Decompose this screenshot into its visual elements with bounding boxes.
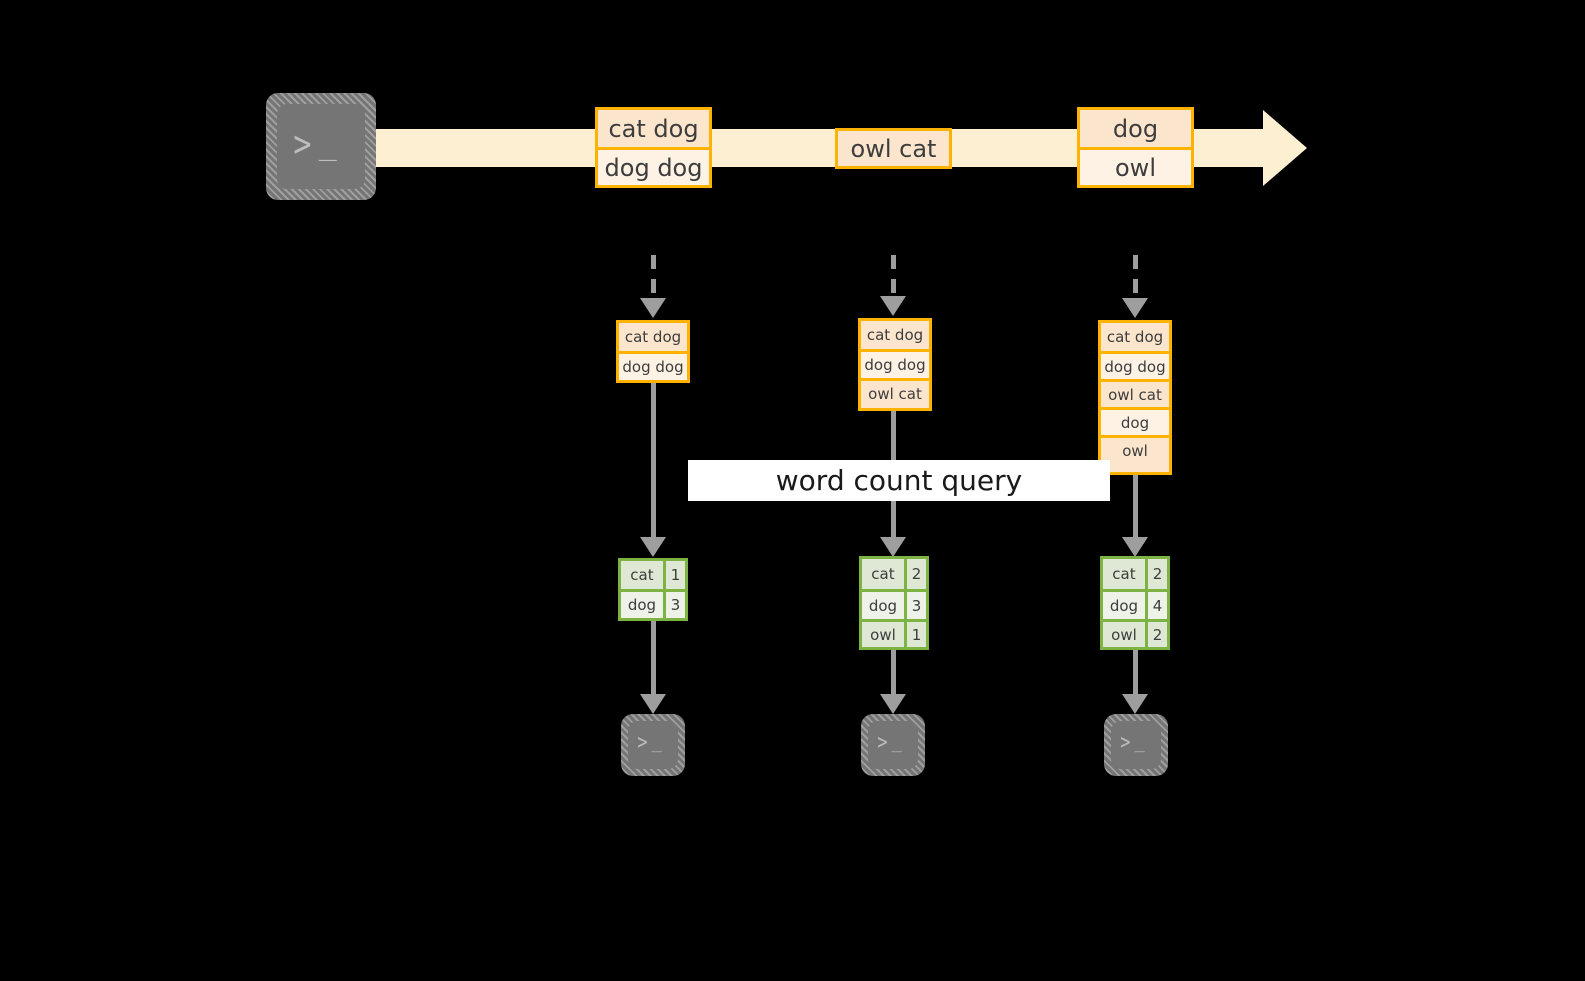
terminal-underscore-glyph: _: [891, 733, 903, 753]
snapshot-2-record-row: dog dog: [861, 349, 929, 378]
snapshot-1-query-connector: [640, 383, 666, 558]
stream-batch-3-row: dog: [1080, 110, 1191, 147]
terminal-chevron-glyph: >: [637, 730, 649, 756]
terminal-chevron-glyph: >: [293, 122, 314, 166]
table-row: cat 2: [1103, 559, 1167, 589]
stream-batch-3-row: owl: [1080, 147, 1191, 185]
snapshot-3-record-row: dog dog: [1101, 351, 1169, 379]
source-terminal-icon[interactable]: > _: [266, 93, 376, 200]
table-row: cat 2: [862, 559, 926, 589]
result-word-cell: owl: [1103, 622, 1145, 647]
snapshot-3-inflow-connector: [1122, 255, 1148, 320]
snapshot-1-sink-terminal-icon[interactable]: > _: [621, 714, 685, 776]
snapshot-3-sink-connector: [1122, 650, 1148, 716]
result-count-cell: 1: [662, 561, 685, 589]
table-row: owl 2: [1103, 619, 1167, 647]
query-label: word count query: [775, 464, 1023, 497]
result-word-cell: cat: [1103, 559, 1145, 589]
snapshot-3-record-row: owl: [1101, 435, 1169, 463]
terminal-chevron-glyph: >: [877, 730, 889, 756]
query-label-band: word count query: [688, 460, 1110, 501]
stream-batch-1-row: dog dog: [598, 147, 709, 185]
terminal-underscore-glyph: _: [318, 126, 339, 162]
stream-batch-1[interactable]: cat dog dog dog: [595, 107, 712, 188]
snapshot-3-record-row: owl cat: [1101, 379, 1169, 407]
snapshot-1-sink-connector: [640, 621, 666, 716]
table-row: dog 4: [1103, 589, 1167, 619]
result-count-cell: 1: [903, 622, 926, 647]
result-count-cell: 2: [1144, 622, 1167, 647]
result-word-cell: owl: [862, 622, 904, 647]
snapshot-3-record-row: dog: [1101, 407, 1169, 435]
snapshot-3-query-connector: [1122, 475, 1148, 558]
result-count-cell: 2: [903, 559, 926, 589]
snapshot-1-record-stack[interactable]: cat dog dog dog: [616, 320, 690, 383]
snapshot-2-sink-terminal-icon[interactable]: > _: [861, 714, 925, 776]
snapshot-1-result-table[interactable]: cat 1 dog 3: [618, 558, 688, 621]
result-word-cell: dog: [1103, 592, 1145, 619]
terminal-underscore-glyph: _: [651, 733, 663, 753]
terminal-underscore-glyph: _: [1134, 733, 1146, 753]
snapshot-2-sink-connector: [880, 650, 906, 716]
snapshot-3-record-stack[interactable]: cat dog dog dog owl cat dog owl: [1098, 320, 1172, 475]
result-word-cell: cat: [621, 561, 663, 589]
table-row: dog 3: [621, 589, 685, 618]
snapshot-1-record-row: cat dog: [619, 323, 687, 351]
snapshot-1-record-row: dog dog: [619, 351, 687, 380]
stream-batch-2[interactable]: owl cat: [835, 128, 952, 169]
snapshot-3-result-table[interactable]: cat 2 dog 4 owl 2: [1100, 556, 1170, 650]
snapshot-3-sink-terminal-icon[interactable]: > _: [1104, 714, 1168, 776]
stream-arrow-head: [1263, 110, 1307, 186]
terminal-chevron-glyph: >: [1120, 730, 1132, 756]
snapshot-2-record-stack[interactable]: cat dog dog dog owl cat: [858, 318, 932, 411]
table-row: dog 3: [862, 589, 926, 619]
snapshot-1-inflow-connector: [640, 255, 666, 320]
snapshot-2-record-row: cat dog: [861, 321, 929, 349]
snapshot-2-record-row: owl cat: [861, 378, 929, 406]
table-row: owl 1: [862, 619, 926, 647]
snapshot-2-result-table[interactable]: cat 2 dog 3 owl 1: [859, 556, 929, 650]
result-word-cell: dog: [621, 592, 663, 618]
result-word-cell: dog: [862, 592, 904, 619]
table-row: cat 1: [621, 561, 685, 589]
result-count-cell: 3: [903, 592, 926, 619]
result-count-cell: 3: [662, 592, 685, 618]
result-count-cell: 4: [1144, 592, 1167, 619]
result-word-cell: cat: [862, 559, 904, 589]
result-count-cell: 2: [1144, 559, 1167, 589]
stream-batch-3[interactable]: dog owl: [1077, 107, 1194, 188]
stream-batch-2-row: owl cat: [838, 131, 949, 166]
snapshot-3-record-row: cat dog: [1101, 323, 1169, 351]
stream-batch-1-row: cat dog: [598, 110, 709, 147]
snapshot-2-inflow-connector: [880, 255, 906, 320]
